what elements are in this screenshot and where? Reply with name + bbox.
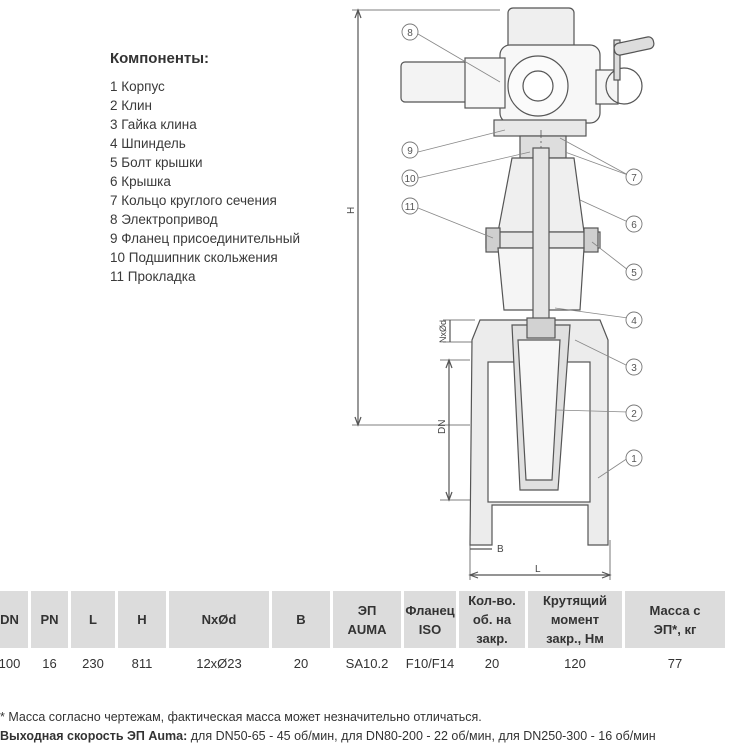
header-pn: PN	[31, 591, 68, 648]
legend-item: 2 Клин	[110, 98, 152, 113]
table-header-row: DN PN L H NxØd B ЭП AUMA Фланец ISO Кол-…	[0, 591, 725, 648]
callout-10: 10	[404, 174, 416, 185]
cell-flange: F10/F14	[405, 655, 455, 671]
speed-note: Выходная скорость ЭП Auma: для DN50-65 -…	[0, 729, 656, 743]
speed-note-label: Выходная скорость ЭП Auma:	[0, 729, 188, 743]
legend-title: Компоненты:	[110, 50, 210, 67]
callout-3: 3	[631, 363, 637, 374]
header-mass: Масса с ЭП*, кг	[625, 591, 725, 648]
legend-item: 6 Крышка	[110, 174, 171, 189]
header-l: L	[71, 591, 115, 648]
motor-housing	[400, 61, 470, 103]
cell-dn: 100	[0, 655, 21, 671]
callout-8: 8	[407, 28, 413, 39]
callout-11: 11	[405, 202, 416, 213]
cell-pn: 16	[42, 655, 57, 671]
legend-item: 1 Корпус	[110, 79, 165, 94]
cell-l: 230	[82, 655, 104, 671]
cell-mass: 77	[667, 655, 683, 671]
callout-5: 5	[631, 268, 637, 279]
header-actuator: ЭП AUMA	[333, 591, 401, 648]
dim-l-label: L	[535, 564, 541, 575]
cell-nxd: 12xØ23	[196, 655, 242, 671]
callout-4: 4	[631, 316, 637, 327]
actuator-head	[507, 7, 575, 51]
handwheel-icon	[605, 67, 643, 105]
header-b: B	[272, 591, 330, 648]
cell-b: 20	[293, 655, 309, 671]
callout-2: 2	[631, 409, 637, 420]
header-dn: DN	[0, 591, 28, 648]
legend-item: 10 Подшипник скольжения	[110, 250, 278, 265]
header-torque: Крутящий момент закр., Нм	[528, 591, 622, 648]
dim-nxd-label: NxØd	[438, 320, 448, 343]
header-turns: Кол-во. об. на закр.	[459, 591, 525, 648]
dim-b-label: B	[497, 544, 504, 555]
callout-6: 6	[631, 220, 637, 231]
callout-1: 1	[631, 454, 637, 465]
arrow-icon	[354, 8, 362, 19]
spec-table: DN PN L H NxØd B ЭП AUMA Фланец ISO Кол-…	[0, 591, 728, 678]
legend-item: 4 Шпиндель	[110, 136, 186, 151]
legend-list: 1 Корпус 2 Клин 3 Гайка клина 4 Шпиндель…	[110, 77, 300, 286]
legend-item: 3 Гайка клина	[110, 117, 197, 132]
dim-dn-label: DN	[437, 420, 448, 434]
legend-item: 8 Электропривод	[110, 212, 218, 227]
speed-note-text: для DN50-65 - 45 об/мин, для DN80-200 - …	[187, 729, 656, 743]
cell-torque: 120	[564, 655, 586, 671]
callout-7: 7	[631, 173, 637, 184]
cell-turns: 20	[484, 655, 500, 671]
arrow-icon	[354, 416, 362, 427]
connection-flange	[493, 119, 587, 137]
legend-item: 7 Кольцо круглого сечения	[110, 193, 277, 208]
legend-item: 11 Прокладка	[110, 269, 196, 284]
mass-note: * Масса согласно чертежам, фактическая м…	[0, 710, 482, 724]
legend-item: 9 Фланец присоединительный	[110, 231, 301, 246]
header-nxd: NxØd	[169, 591, 269, 648]
legend-item: 5 Болт крышки	[110, 155, 203, 170]
cell-actuator: SA10.2	[345, 655, 389, 671]
callout-9: 9	[407, 146, 413, 157]
dim-h-label: H	[346, 207, 357, 214]
table-row: 100 16 230 811 12xØ23 20 SA10.2 F10/F14 …	[0, 648, 725, 678]
header-flange: Фланец ISO	[404, 591, 456, 648]
components-legend: Компоненты: 1 Корпус 2 Клин 3 Гайка клин…	[110, 50, 300, 286]
valve-drawing: 8 9 10 11 7 6 5 4 3 2 1 H DN NxØd B L	[346, 7, 655, 580]
header-h: H	[118, 591, 166, 648]
cell-h: 811	[131, 655, 153, 671]
